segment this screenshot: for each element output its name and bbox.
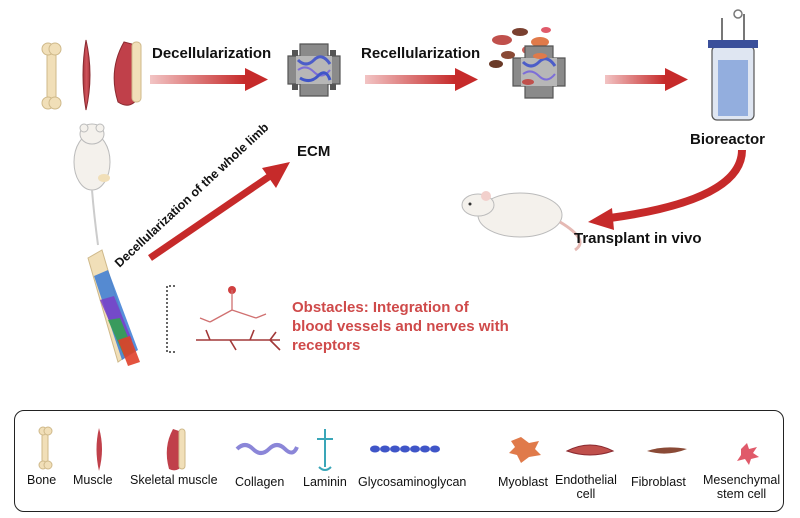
legend-label-bone: Bone — [27, 473, 57, 487]
legend-endothelial-icon — [565, 444, 615, 456]
legend-muscle-icon — [96, 428, 102, 471]
nerve-icon — [199, 286, 267, 323]
label-transplant: Transplant in vivo — [574, 230, 702, 247]
label-recellularization: Recellularization — [361, 45, 481, 62]
cells-cluster-icon — [489, 27, 551, 68]
legend-label-endothelial-2: cell — [576, 487, 596, 501]
recellularized-scaffold — [512, 45, 566, 99]
legend-label-laminin: Laminin — [303, 475, 347, 489]
arrow-transplant — [588, 149, 746, 230]
blood-vessel-icon — [196, 329, 281, 351]
legend-label-fibroblast: Fibroblast — [631, 475, 686, 489]
obstacles-line-2: blood vessels and nerves with — [292, 318, 509, 335]
legend-label-muscle: Muscle — [73, 473, 113, 487]
obstacles-text: Obstacles: Integration of blood vessels … — [292, 298, 552, 355]
legend-collagen-icon — [235, 443, 299, 455]
label-bioreactor: Bioreactor — [690, 131, 766, 148]
legend-fibroblast-icon — [647, 447, 687, 454]
legend-bone-icon — [38, 426, 53, 470]
muscle-icon — [82, 39, 91, 111]
legend-label-myoblast: Myoblast — [498, 475, 549, 489]
legend-myoblast-icon — [509, 437, 541, 463]
legend-label-endothelial-1: Endothelial — [555, 473, 617, 487]
legend-label-gag: Glycosaminoglycan — [358, 475, 467, 489]
obstacles-line-1: Obstacles: Integration of — [292, 299, 469, 316]
legend-skeletal-muscle-icon — [166, 428, 186, 471]
arrow-whole-limb — [148, 162, 290, 261]
bioreactor-icon — [708, 9, 758, 121]
legend-laminin-icon — [317, 429, 333, 471]
bracket — [166, 285, 175, 353]
legend-msc-icon — [737, 443, 759, 465]
legend-label-msc: Mesenchymal stem cell — [703, 473, 780, 501]
obstacles-line-3: receptors — [292, 337, 361, 354]
ecm-scaffold — [287, 43, 341, 97]
mouse-body-icon — [73, 123, 111, 246]
legend-label-skeletal-muscle: Skeletal muscle — [130, 473, 218, 487]
legend: Bone Muscle Skeletal muscle Collagen Lam… — [14, 410, 784, 512]
legend-label-msc-2: stem cell — [716, 487, 767, 501]
arrow-recellularization — [365, 68, 478, 91]
bone-icon — [41, 42, 62, 110]
rat-icon — [461, 191, 582, 252]
legend-label-msc-1: Mesenchymal — [703, 473, 781, 487]
legend-label-endothelial: Endothelial cell — [555, 473, 617, 501]
legend-icons — [38, 426, 759, 471]
label-decellularization: Decellularization — [152, 45, 272, 62]
skeletal-muscle-icon — [113, 41, 142, 106]
legend-label-collagen: Collagen — [235, 475, 285, 489]
label-ecm: ECM — [297, 143, 331, 160]
limb-icon — [87, 249, 140, 366]
arrow-decellularization — [150, 68, 268, 91]
arrow-to-bioreactor — [605, 68, 688, 91]
legend-gag-icon — [370, 445, 440, 453]
